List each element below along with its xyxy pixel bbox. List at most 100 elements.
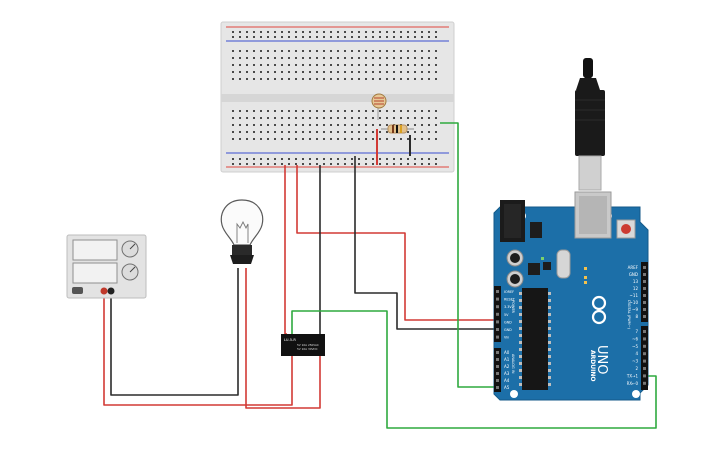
breadboard-hole — [421, 124, 423, 126]
arduino-logo-icon — [591, 295, 607, 325]
breadboard-hole — [351, 124, 353, 126]
header-pin[interactable] — [643, 308, 646, 311]
power-supply-terminal-positive[interactable] — [100, 287, 108, 295]
header-pin[interactable] — [643, 280, 646, 283]
breadboard-hole — [281, 50, 283, 52]
breadboard-hole — [337, 124, 339, 126]
breadboard-hole — [344, 31, 346, 33]
bulb-filament — [236, 220, 249, 243]
header-pin[interactable] — [496, 372, 499, 375]
breadboard-hole — [344, 158, 346, 160]
breadboard-hole — [232, 117, 234, 119]
header-pin[interactable] — [496, 290, 499, 293]
breadboard-hole — [428, 36, 430, 38]
breadboard-hole — [428, 57, 430, 59]
breadboard-hole — [379, 163, 381, 165]
breadboard-hole — [414, 131, 416, 133]
header-pin[interactable] — [496, 335, 499, 339]
header-pin[interactable] — [643, 344, 646, 348]
chip-pin — [519, 355, 522, 358]
header-pin[interactable] — [643, 315, 646, 318]
bulb-base — [232, 245, 252, 255]
usb-cable[interactable] — [575, 58, 605, 191]
arduino-capacitor-top — [510, 274, 520, 284]
breadboard-hole — [281, 158, 283, 160]
header-pin[interactable] — [643, 367, 646, 370]
header-pin[interactable] — [643, 359, 646, 363]
breadboard-hole — [253, 71, 255, 73]
breadboard-hole — [365, 158, 367, 160]
header-pin[interactable] — [496, 351, 499, 354]
breadboard-hole — [407, 64, 409, 66]
chip-pin — [548, 355, 551, 358]
breadboard-hole — [323, 117, 325, 119]
breadboard-hole — [421, 50, 423, 52]
breadboard-hole — [246, 50, 248, 52]
breadboard-hole — [330, 31, 332, 33]
breadboard-hole — [421, 158, 423, 160]
breadboard-hole — [337, 158, 339, 160]
header-pin[interactable] — [496, 328, 499, 331]
header-pin[interactable] — [643, 301, 646, 304]
header-pin[interactable] — [496, 358, 499, 361]
breadboard-hole — [232, 57, 234, 59]
arduino-uno[interactable]: ARDUINO UNO POWER ANALOG IN DIGITAL (PWM… — [493, 191, 649, 401]
header-pin[interactable] — [496, 365, 499, 368]
breadboard-hole — [274, 71, 276, 73]
header-pin[interactable] — [643, 287, 646, 290]
header-pin[interactable] — [496, 305, 499, 309]
breadboard-hole — [309, 50, 311, 52]
header-pin[interactable] — [643, 266, 646, 269]
breadboard-hole — [274, 117, 276, 119]
resistor[interactable] — [381, 124, 414, 134]
breadboard-hole — [239, 36, 241, 38]
breadboard[interactable] — [220, 21, 455, 173]
breadboard-hole — [281, 64, 283, 66]
header-pin[interactable] — [643, 381, 646, 385]
breadboard-hole — [302, 110, 304, 112]
light-bulb[interactable] — [220, 199, 264, 264]
breadboard-hole — [309, 117, 311, 119]
photoresistor[interactable] — [371, 93, 387, 120]
breadboard-hole — [379, 117, 381, 119]
header-pin[interactable] — [643, 330, 646, 333]
breadboard-hole — [302, 71, 304, 73]
header-pin[interactable] — [643, 273, 646, 276]
arduino-atmega-chip — [522, 288, 548, 390]
header-pin[interactable] — [496, 312, 499, 316]
breadboard-hole — [344, 57, 346, 59]
breadboard-hole — [316, 110, 318, 112]
breadboard-hole — [246, 57, 248, 59]
power-supply-terminal-negative[interactable] — [107, 287, 115, 295]
header-pin[interactable] — [643, 374, 646, 378]
breadboard-hole — [365, 31, 367, 33]
breadboard-hole — [274, 64, 276, 66]
breadboard-hole — [232, 31, 234, 33]
breadboard-hole — [232, 71, 234, 73]
breadboard-hole — [407, 78, 409, 80]
header-pin[interactable] — [643, 294, 646, 297]
header-pin[interactable] — [643, 337, 646, 341]
breadboard-hole — [344, 36, 346, 38]
power-supply-switch[interactable] — [72, 287, 83, 294]
header-pin[interactable] — [496, 320, 499, 324]
header-pin[interactable] — [496, 386, 499, 389]
header-pin[interactable] — [496, 297, 499, 301]
header-pin[interactable] — [496, 379, 499, 382]
breadboard-hole — [295, 163, 297, 165]
breadboard-hole — [253, 138, 255, 140]
breadboard-hole — [358, 78, 360, 80]
relay-body — [281, 334, 325, 356]
relay-module[interactable]: LU-5-R 5V 10A 250VAC 5V 10A 30VDC — [281, 334, 325, 356]
header-pin[interactable] — [643, 352, 646, 356]
dc-power-supply[interactable] — [66, 234, 147, 299]
chip-pin — [519, 341, 522, 344]
chip-pin — [548, 327, 551, 330]
breadboard-hole — [372, 158, 374, 160]
breadboard-hole — [414, 57, 416, 59]
arduino-reset-button[interactable] — [621, 224, 631, 234]
breadboard-hole — [232, 158, 234, 160]
breadboard-hole — [239, 138, 241, 140]
breadboard-hole — [351, 64, 353, 66]
breadboard-hole — [267, 158, 269, 160]
